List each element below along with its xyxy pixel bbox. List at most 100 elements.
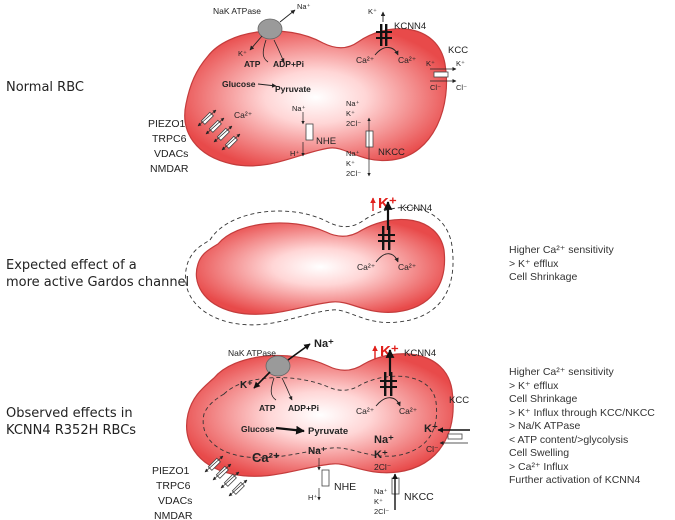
note-line: < ATP content/>glycolysis [509,433,629,446]
ca-influx-label: Ca²⁺ [252,450,280,465]
arrow [375,397,401,407]
ca-channel-cluster [197,109,241,151]
kcnn4-label: KCNN4 [400,203,432,214]
row-label-observed: Observed effects in KCNN4 R352H RBCs [6,406,137,438]
nkcc-in-cl: 2Cl⁻ [346,119,361,128]
nak-atpase-label: NaK ATPase [213,6,261,16]
kcc-k-out: K⁺ [456,59,465,68]
note-line: Cell Swelling [509,447,570,459]
kcc-cl-in: Cl⁻ [430,83,441,92]
cell-normal: NaK ATPase Na⁺ K⁺ ATP ADP+Pi Glucose Pyr… [148,2,468,178]
nkcc-label: NKCC [378,147,405,158]
nkcc-out-na: Na⁺ [374,487,388,496]
k-efflux-label: K⁺ [368,7,377,16]
arrow [249,35,263,51]
note-line: > Ca²⁺ Influx [509,460,569,473]
atp-curve [270,377,277,401]
nkcc-out-k: K⁺ [374,497,383,506]
nhe-label: NHE [316,136,336,147]
ca-channel-cluster [204,455,248,497]
k-influx-arrow [253,371,271,389]
kcc-transporter [433,71,449,78]
note-line: > K⁺ Influx through KCC/NKCC [509,406,655,419]
nkcc-ion-cl: 2Cl⁻ [374,462,392,472]
cell-observed: NaK ATPase Na⁺ K⁺ ATP ADP+Pi Glucose Pyr… [152,338,470,520]
nhe-h-label: H⁺ [308,493,317,502]
kcnn4-channel [380,372,397,396]
rbc-outline-dashed [184,207,454,326]
na-out-label: Na⁺ [314,338,334,350]
channel-label-nmdar: NMDAR [154,510,193,520]
ca-channel-ion: Ca²⁺ [234,110,253,120]
cell-expected: K⁺ KCNN4 Ca²⁺ Ca²⁺ [184,195,454,326]
kcnn4-label: KCNN4 [394,21,426,32]
note-line: Higher Ca²⁺ sensitivity [509,244,614,256]
glucose-label: Glucose [222,79,256,89]
note-line: Further activation of KCNN4 [509,474,641,486]
adp-label: ADP+Pi [273,59,304,69]
channel-label-piezo1: PIEZO1 [148,118,186,130]
kcc-k-in: K⁺ [424,423,438,435]
nkcc-label: NKCC [404,491,434,503]
ca-label-b: Ca²⁺ [399,406,418,416]
na-out-label: Na⁺ [297,2,311,11]
note-line: > K⁺ efflux [509,379,559,392]
glycolysis-arrow [257,83,277,88]
channel-label-vdacs: VDACs [154,148,188,160]
adp-curve [273,39,285,63]
notes-observed: Higher Ca²⁺ sensitivity > K⁺ efflux Cell… [509,366,655,488]
nhe-transporter [321,469,330,487]
note-line: Cell Shrinkage [509,271,578,283]
nak-atpase-pump [265,355,291,377]
nhe-na-label: Na⁺ [292,104,306,113]
adp-label: ADP+Pi [288,403,319,413]
nhe-na-label: Na⁺ [308,446,326,457]
pyruvate-label: Pyruvate [275,84,311,94]
kcc-cl-in: Cl⁻ [426,444,439,454]
kcnn4-label: KCNN4 [404,348,436,359]
nkcc-ion-na: Na⁺ [374,434,394,446]
nkcc-transporter [365,130,374,148]
note-line: Higher Ca²⁺ sensitivity [509,366,614,378]
glycolysis-arrow [275,425,305,435]
ca-label-b: Ca²⁺ [398,262,417,272]
arrow [375,253,399,263]
arrow [374,47,399,56]
nhe-label: NHE [334,481,356,493]
atp-curve [262,39,269,63]
channel-label-piezo1: PIEZO1 [152,465,190,477]
channel-label-trpc6: TRPC6 [152,133,187,145]
note-line: > Na/K ATPase [509,420,581,432]
k-in-label: K⁺ [238,49,247,58]
rbc-membrane [184,28,448,167]
ca-label-b: Ca²⁺ [398,55,417,65]
ca-label-a: Ca²⁺ [356,55,375,65]
nak-atpase-pump [257,18,283,40]
arrow [279,9,296,23]
notes-expected: Higher Ca²⁺ sensitivity > K⁺ efflux Cell… [509,244,614,285]
nhe-h-label: H⁺ [290,149,299,158]
kcnn4-channel [376,24,392,46]
k-in-label: K⁺ [240,380,253,391]
original-size-outline-dashed [202,375,438,459]
row-label-normal: Normal RBC [6,80,84,95]
note-line: Cell Shrinkage [509,393,578,405]
nkcc-out-cl: 2Cl⁻ [346,169,361,178]
note-line: > K⁺ efflux [509,257,559,270]
atp-label: ATP [244,59,261,69]
nkcc-in-k: K⁺ [346,109,355,118]
ca-label-a: Ca²⁺ [356,406,375,416]
glucose-label: Glucose [241,424,275,434]
nkcc-out-na: Na⁺ [346,149,360,158]
nkcc-out-cl: 2Cl⁻ [374,507,389,516]
pyruvate-label: Pyruvate [308,426,348,437]
kcc-k-in: K⁺ [426,59,435,68]
kcc-cl-out: Cl⁻ [456,83,467,92]
kcc-label: KCC [448,45,468,56]
nhe-transporter [305,123,314,141]
rbc-membrane [186,353,454,477]
ca-label-a: Ca²⁺ [357,262,376,272]
channel-label-trpc6: TRPC6 [156,480,191,492]
adp-curve [281,377,293,401]
